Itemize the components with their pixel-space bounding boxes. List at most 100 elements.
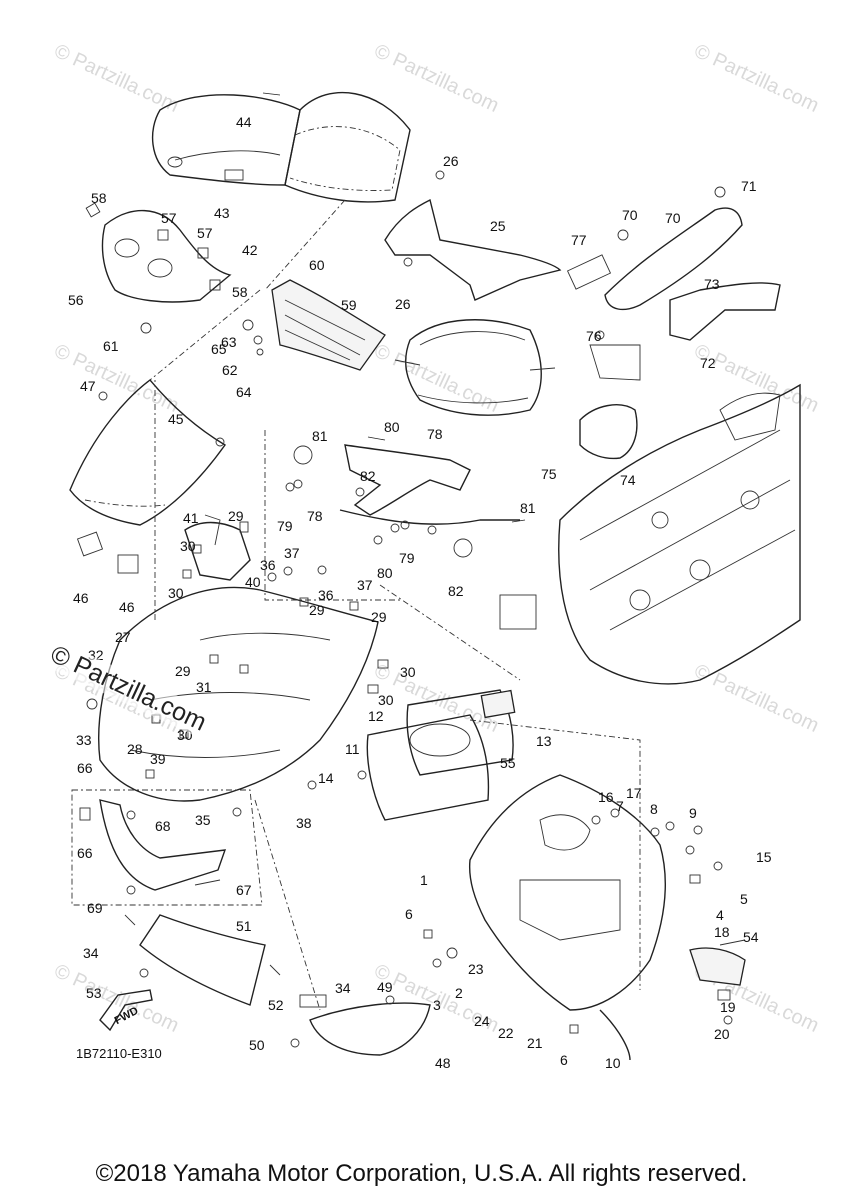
- callout-label: 37: [357, 577, 373, 593]
- callout-label: 66: [77, 845, 93, 861]
- callout-label: 1: [420, 872, 428, 888]
- callout-label: 53: [86, 985, 102, 1001]
- callout-label: 14: [318, 770, 334, 786]
- callout-label: 34: [335, 980, 351, 996]
- callout-label: 49: [377, 979, 393, 995]
- callout-label: 23: [468, 961, 484, 977]
- callout-label: 68: [155, 818, 171, 834]
- callout-label: 55: [500, 755, 516, 771]
- callout-label: 42: [242, 242, 258, 258]
- callout-label: 43: [214, 205, 230, 221]
- side-cover: [71, 789, 263, 906]
- callout-label: 39: [150, 751, 166, 767]
- callout-label: 58: [232, 284, 248, 300]
- callout-label: 4: [716, 907, 724, 923]
- callout-label: 30: [378, 692, 394, 708]
- callout-label: 27: [115, 629, 131, 645]
- callout-label: 3: [433, 997, 441, 1013]
- callout-label: 46: [73, 590, 89, 606]
- callout-label: 41: [183, 510, 199, 526]
- callout-label: 51: [236, 918, 252, 934]
- fwd-arrow: [99, 989, 153, 1032]
- callout-label: 80: [384, 419, 400, 435]
- callout-label: 70: [665, 210, 681, 226]
- callout-label: 60: [309, 257, 325, 273]
- callout-label: 73: [704, 276, 720, 292]
- callout-label: 82: [448, 583, 464, 599]
- under-cowl: [290, 994, 431, 1056]
- callout-label: 26: [443, 153, 459, 169]
- callout-label: 61: [103, 338, 119, 354]
- callout-label: 81: [312, 428, 328, 444]
- callout-label: 29: [371, 609, 387, 625]
- callout-label: 75: [541, 466, 557, 482]
- callout-label: 21: [527, 1035, 543, 1051]
- lower-cowl: [124, 914, 281, 1006]
- callout-label: 78: [307, 508, 323, 524]
- callout-label: 6: [405, 906, 413, 922]
- callout-label: 69: [87, 900, 103, 916]
- callout-label: 47: [80, 378, 96, 394]
- callout-label: 40: [245, 574, 261, 590]
- meter-cover-assembly: [85, 202, 232, 334]
- callout-label: 35: [195, 812, 211, 828]
- callout-label: 17: [626, 785, 642, 801]
- callout-label: 15: [756, 849, 772, 865]
- callout-label: 18: [714, 924, 730, 940]
- callout-label: 31: [196, 679, 212, 695]
- callout-label: 58: [91, 190, 107, 206]
- callout-label: 81: [520, 500, 536, 516]
- callout-label: 66: [77, 760, 93, 776]
- callout-label: 79: [277, 518, 293, 534]
- callout-label: 22: [498, 1025, 514, 1041]
- callout-label: 19: [720, 999, 736, 1015]
- callout-label: 54: [743, 929, 759, 945]
- callout-label: 6: [560, 1052, 568, 1068]
- callout-label: 2: [455, 985, 463, 1001]
- guide-lines: [149, 199, 641, 1011]
- callout-label: 5: [740, 891, 748, 907]
- footrest-panel: [689, 939, 746, 1025]
- callout-label: 70: [622, 207, 638, 223]
- callout-label: 10: [605, 1055, 621, 1071]
- callout-label: 44: [236, 114, 252, 130]
- callout-label: 29: [175, 663, 191, 679]
- callout-label: 63: [221, 334, 237, 350]
- callout-label: 59: [341, 297, 357, 313]
- callout-label: 26: [395, 296, 411, 312]
- callout-label: 13: [536, 733, 552, 749]
- callout-label: 65: [211, 341, 227, 357]
- callout-label: 29: [309, 602, 325, 618]
- callout-label: 50: [249, 1037, 265, 1053]
- callout-label: 16: [598, 789, 614, 805]
- stay-parts-right: [566, 186, 781, 460]
- callout-label: 46: [119, 599, 135, 615]
- callout-label: 67: [236, 882, 252, 898]
- callout-label: 33: [76, 732, 92, 748]
- callout-label: 38: [296, 815, 312, 831]
- callout-label: 77: [571, 232, 587, 248]
- callout-label: 62: [222, 362, 238, 378]
- frame: [499, 383, 801, 685]
- callout-label: 79: [399, 550, 415, 566]
- callout-label: 56: [68, 292, 84, 308]
- callout-label: 28: [127, 741, 143, 757]
- callout-label: 34: [83, 945, 99, 961]
- callout-label: 57: [161, 210, 177, 226]
- copyright-footer: ©2018 Yamaha Motor Corporation, U.S.A. A…: [95, 1160, 748, 1187]
- callout-label: 8: [650, 801, 658, 817]
- callout-label: 45: [168, 411, 184, 427]
- callout-label: 25: [490, 218, 506, 234]
- callout-label: 20: [714, 1026, 730, 1042]
- callout-label: 30: [400, 664, 416, 680]
- callout-label: 11: [345, 741, 360, 757]
- callout-label: 78: [427, 426, 443, 442]
- inner-panel: [423, 774, 723, 1061]
- callout-label: 80: [377, 565, 393, 581]
- headlight-assembly: [357, 689, 516, 821]
- callout-label: 7: [616, 798, 624, 814]
- callout-label: 76: [586, 328, 602, 344]
- cowling-stay: [384, 170, 562, 301]
- callout-label: 12: [368, 708, 384, 724]
